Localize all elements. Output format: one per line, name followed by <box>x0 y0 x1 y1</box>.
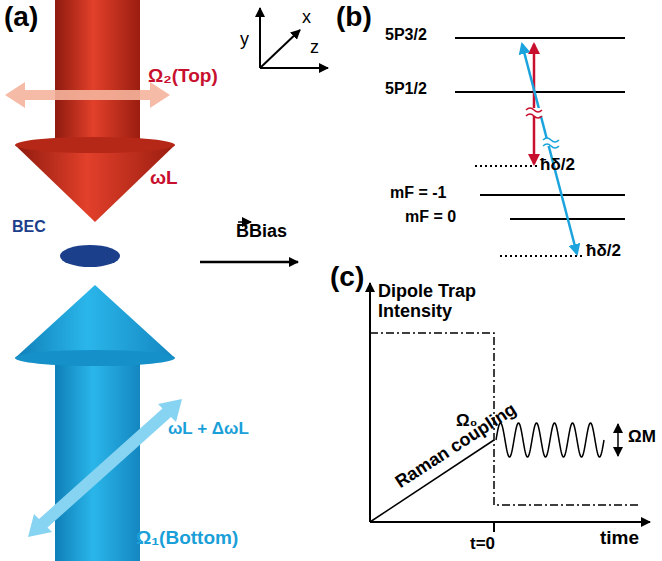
level-label: 5P1/2 <box>385 80 427 98</box>
amplitude-bracket <box>617 424 619 456</box>
axis-break <box>526 108 559 148</box>
polarization-arrow <box>38 408 172 528</box>
raman-beam-transition <box>533 44 536 164</box>
dipole-trap-trace <box>370 333 640 505</box>
beam-label: Ω₁(Bottom) <box>136 528 238 549</box>
top-beam <box>15 0 175 222</box>
tick-label: t=0 <box>470 535 495 554</box>
bottom-beam <box>15 285 175 561</box>
level-label: mF = -1 <box>390 184 446 202</box>
field-label: BBias <box>236 222 287 242</box>
polarization-arrow <box>5 82 170 108</box>
panel-letter: (b) <box>336 2 372 33</box>
energy-levels <box>455 38 625 219</box>
polarization-arrow-head <box>158 399 182 422</box>
detuning-label: ħδ/2 <box>540 156 575 175</box>
bec-cloud <box>60 245 120 267</box>
frequency-label: ωL + ΔωL <box>168 420 249 439</box>
panel-letter: (a) <box>4 2 38 33</box>
bec-label: BEC <box>12 218 46 236</box>
polarization-arrow-head <box>28 514 52 537</box>
raman-beam-transition <box>522 44 577 254</box>
axes-triad <box>260 8 328 68</box>
beam-label: Ω₂(Top) <box>148 66 218 87</box>
level-label: 5P3/2 <box>385 26 427 44</box>
axis-title: Dipole Trap Intensity <box>378 282 498 322</box>
axis-title: time <box>600 528 639 549</box>
axis-label: y <box>240 30 249 50</box>
axis-label: z <box>310 38 319 58</box>
plot-axes <box>370 283 650 532</box>
axis-label: x <box>302 8 311 28</box>
level-label: mF = 0 <box>405 208 456 226</box>
modulation-wave-path <box>496 423 604 457</box>
amplitude-label: ΩM <box>628 428 656 447</box>
detuning-label: ħδ/2 <box>586 242 621 261</box>
frequency-label: ωL <box>150 168 178 189</box>
bias-field-arrow <box>200 261 298 264</box>
panel-letter: (c) <box>330 262 364 293</box>
modulation-wave <box>496 423 604 457</box>
